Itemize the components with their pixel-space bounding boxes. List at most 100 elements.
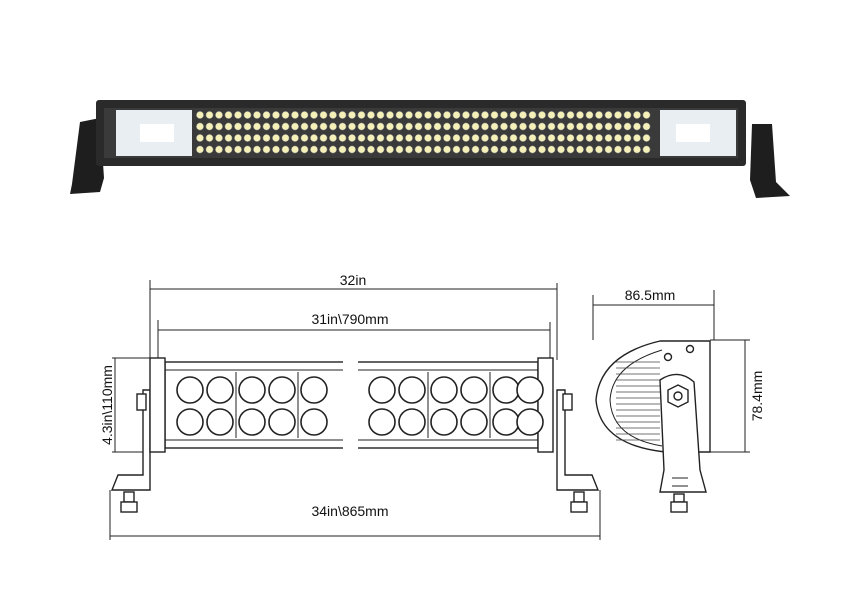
led — [452, 111, 461, 119]
led — [633, 111, 641, 119]
led — [348, 122, 356, 131]
led — [329, 145, 337, 154]
lens — [430, 376, 458, 404]
led — [329, 122, 337, 131]
led — [262, 122, 271, 131]
led — [566, 134, 575, 142]
led — [414, 122, 423, 131]
led — [224, 134, 233, 142]
led — [243, 122, 252, 131]
led — [310, 111, 318, 119]
led — [433, 111, 442, 119]
lens — [176, 408, 204, 436]
led — [234, 134, 242, 142]
side-height-label: 78.4mm — [749, 371, 765, 422]
led — [224, 145, 233, 154]
lens — [516, 376, 544, 404]
led — [319, 111, 328, 119]
led — [405, 111, 413, 119]
led — [528, 145, 537, 154]
led — [281, 145, 290, 154]
overall-length-label: 32in — [340, 272, 366, 288]
led — [291, 122, 299, 131]
led — [215, 134, 223, 142]
led — [623, 111, 632, 119]
led — [215, 111, 223, 119]
lens — [238, 376, 266, 404]
led — [367, 122, 375, 131]
led — [481, 145, 489, 154]
led — [395, 145, 404, 154]
led — [528, 134, 537, 142]
lens — [300, 376, 328, 404]
left-mount-bracket — [70, 118, 104, 194]
led — [262, 134, 271, 142]
led — [642, 134, 651, 142]
led — [595, 145, 603, 154]
led — [424, 111, 432, 119]
led — [433, 134, 442, 142]
led — [243, 111, 252, 119]
left-end-cap — [149, 357, 166, 453]
led — [405, 122, 413, 131]
led — [585, 111, 594, 119]
led — [576, 145, 584, 154]
led — [595, 111, 603, 119]
led — [376, 145, 385, 154]
led — [547, 134, 556, 142]
led-array — [196, 111, 651, 154]
led — [623, 134, 632, 142]
led — [471, 111, 480, 119]
led — [329, 111, 337, 119]
lens — [268, 376, 296, 404]
led — [538, 134, 546, 142]
lens-length-label: 31in\790mm — [311, 311, 388, 327]
led — [348, 145, 356, 154]
led — [490, 134, 499, 142]
led — [443, 111, 451, 119]
led — [604, 122, 613, 131]
led — [319, 122, 328, 131]
led — [414, 111, 423, 119]
led — [243, 134, 252, 142]
led — [196, 111, 204, 119]
led — [538, 122, 546, 131]
led — [576, 134, 584, 142]
led — [585, 145, 594, 154]
lens — [460, 376, 488, 404]
led — [205, 134, 214, 142]
led — [490, 145, 499, 154]
led — [614, 134, 622, 142]
led — [376, 111, 385, 119]
side-view-drawing: 86.5mm 78.4mm — [592, 287, 765, 513]
led — [433, 122, 442, 131]
led — [500, 122, 508, 131]
lens — [238, 408, 266, 436]
led — [205, 122, 214, 131]
lens — [516, 408, 544, 436]
led — [253, 111, 261, 119]
led — [272, 145, 280, 154]
led — [234, 145, 242, 154]
led — [500, 111, 508, 119]
led — [443, 122, 451, 131]
led — [443, 145, 451, 154]
led — [595, 134, 603, 142]
led — [481, 122, 489, 131]
led — [205, 145, 214, 154]
led — [481, 111, 489, 119]
led — [538, 111, 546, 119]
led — [386, 122, 394, 131]
led — [319, 134, 328, 142]
led — [547, 122, 556, 131]
led — [367, 111, 375, 119]
lens — [206, 376, 234, 404]
led — [205, 111, 214, 119]
led — [557, 134, 565, 142]
led — [291, 145, 299, 154]
led — [395, 122, 404, 131]
led — [272, 111, 280, 119]
led — [623, 145, 632, 154]
led — [576, 111, 584, 119]
